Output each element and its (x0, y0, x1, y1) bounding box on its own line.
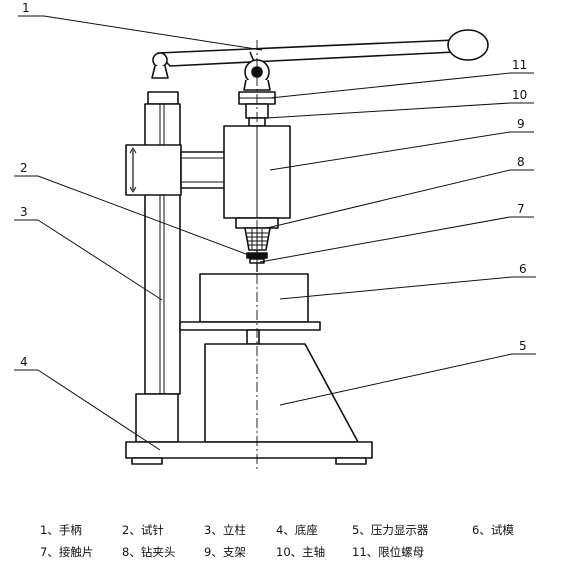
legend-item-11: 11、限位螺母 (352, 545, 425, 559)
callout-11: 11 (512, 58, 527, 72)
callout-10: 10 (512, 88, 527, 102)
callout-6: 6 (519, 262, 527, 276)
legend-item-1: 1、手柄 (40, 523, 82, 537)
base (125, 441, 373, 465)
callout-8: 8 (517, 155, 525, 169)
legend-item-3: 3、立柱 (204, 523, 246, 537)
legend-item-7: 7、接触片 (40, 545, 94, 559)
bracket (125, 144, 232, 196)
legend-item-10: 10、主轴 (276, 545, 326, 559)
callout-1: 1 (22, 1, 30, 15)
callout-5: 5 (519, 339, 527, 353)
spindle-housing (223, 125, 291, 229)
legend-item-2: 2、试针 (122, 523, 164, 537)
callout-9: 9 (517, 117, 525, 131)
leader-lines (14, 15, 536, 451)
drill-chuck (244, 227, 271, 251)
callout-2: 2 (20, 161, 28, 175)
legend-item-6: 6、试模 (472, 523, 514, 537)
callout-4: 4 (20, 355, 28, 369)
legend-item-4: 4、底座 (276, 523, 318, 537)
pressure-display (204, 329, 359, 443)
legend-item-5: 5、压力显示器 (352, 523, 429, 537)
test-mold (179, 273, 321, 331)
legend-item-9: 9、支架 (204, 545, 246, 559)
callout-3: 3 (20, 205, 28, 219)
legend-item-8: 8、钻夹头 (122, 545, 176, 559)
callout-7: 7 (517, 202, 525, 216)
handle (151, 29, 489, 79)
